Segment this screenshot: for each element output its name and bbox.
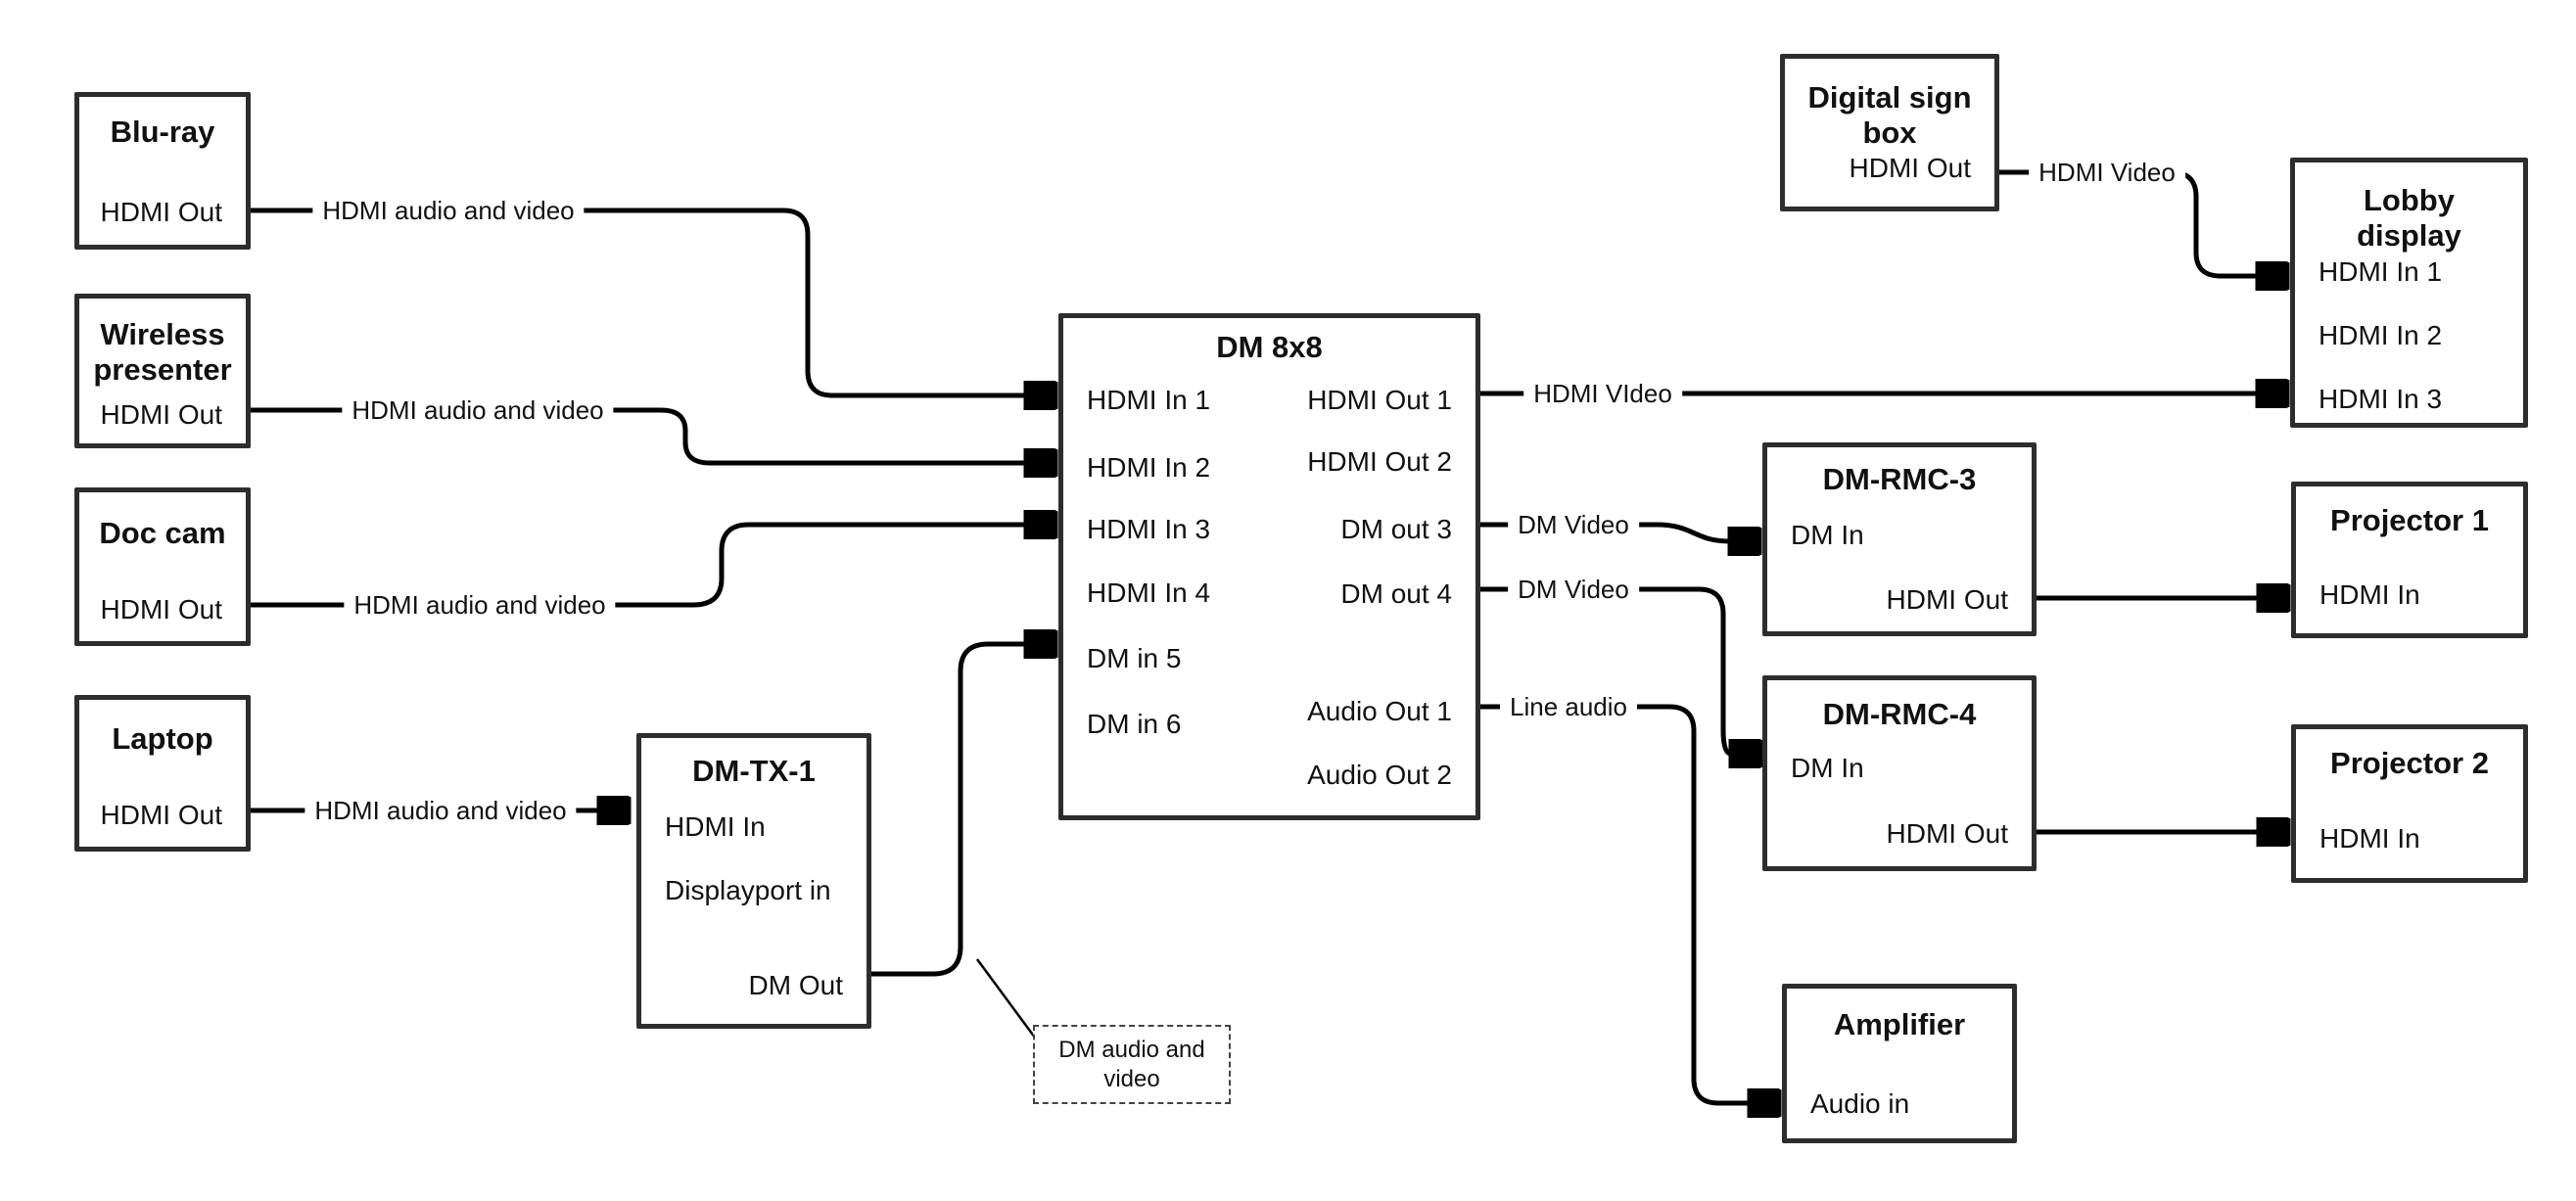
port-dm8x8-audio-out-2: Audio Out 2	[1307, 760, 1452, 790]
port-bluray-hdmi-out: HDMI Out	[100, 197, 222, 227]
note-dm-audio-and-video: DM audio and video	[1033, 1025, 1231, 1104]
edge-label-dm-video-4: DM Video	[1508, 574, 1639, 605]
node-title: Doc cam	[99, 516, 226, 550]
edge-dmtx1-to-dm8x8-in5	[871, 644, 1026, 977]
edge-doccam-to-dm8x8-in3	[251, 525, 1026, 608]
node-amplifier[interactable]: Amplifier Audio in	[1782, 984, 2017, 1143]
port-dm8x8-hdmi-in-2: HDMI In 2	[1087, 452, 1211, 483]
port-dm8x8-dm-in-5: DM in 5	[1087, 643, 1182, 673]
port-lobby-hdmi-in-2: HDMI In 2	[2318, 320, 2443, 350]
edge-dm8x8-audio1-to-amplifier	[1480, 704, 1750, 1103]
edge-label-dm-video-3: DM Video	[1508, 509, 1639, 540]
edge-label-doccam: HDMI audio and video	[344, 589, 616, 621]
node-title: Laptop	[112, 721, 213, 756]
port-dm8x8-hdmi-out-1: HDMI Out 1	[1307, 385, 1452, 415]
node-title: Digital sign box	[1807, 80, 1972, 150]
port-dmrmc4-dm-in: DM In	[1791, 753, 1864, 783]
port-amplifier-audio-in: Audio in	[1810, 1088, 1910, 1119]
edge-wireless-to-dm8x8-in2	[251, 407, 1026, 463]
port-dmtx1-displayport-in: Displayport in	[665, 875, 831, 905]
node-digital-sign-box[interactable]: Digital sign box HDMI Out	[1780, 54, 1999, 211]
port-dm8x8-dm-out-3: DM out 3	[1340, 514, 1452, 544]
port-dmrmc3-dm-in: DM In	[1791, 520, 1864, 550]
port-dm8x8-hdmi-in-4: HDMI In 4	[1087, 577, 1211, 608]
edge-label-line-audio: Line audio	[1500, 691, 1637, 722]
port-lobby-hdmi-in-1: HDMI In 1	[2318, 256, 2443, 287]
edge-label-wireless: HDMI audio and video	[342, 394, 614, 426]
edge-dm8x8-dmout3-to-dmrmc3	[1480, 522, 1730, 541]
port-dm8x8-dm-in-6: DM in 6	[1087, 709, 1182, 739]
node-dm-8x8[interactable]: DM 8x8 HDMI In 1 HDMI In 2 HDMI In 3 HDM…	[1058, 313, 1480, 820]
port-dm8x8-hdmi-in-1: HDMI In 1	[1087, 385, 1211, 415]
port-wireless-hdmi-out: HDMI Out	[100, 399, 222, 430]
node-bluray[interactable]: Blu-ray HDMI Out	[74, 92, 251, 250]
note-leader-line	[975, 958, 1037, 1039]
port-proj1-hdmi-in: HDMI In	[2319, 579, 2420, 610]
node-dm-rmc-4[interactable]: DM-RMC-4 DM In HDMI Out	[1762, 675, 2037, 871]
node-projector-2[interactable]: Projector 2 HDMI In	[2291, 724, 2528, 883]
node-title: Projector 2	[2330, 746, 2489, 780]
port-doccam-hdmi-out: HDMI Out	[100, 594, 222, 624]
node-dm-rmc-3[interactable]: DM-RMC-3 DM In HDMI Out	[1762, 442, 2037, 636]
edge-label-hdmi-video-sign: HDMI Video	[2029, 157, 2185, 188]
port-proj2-hdmi-in: HDMI In	[2319, 823, 2420, 854]
edge-bluray-to-dm8x8-in1	[251, 208, 1026, 395]
node-title: Lobby display	[2357, 183, 2461, 253]
port-signbox-hdmi-out: HDMI Out	[1849, 153, 1971, 183]
port-dmrmc4-hdmi-out: HDMI Out	[1886, 818, 2008, 849]
port-dm8x8-hdmi-in-3: HDMI In 3	[1087, 514, 1211, 544]
node-title: DM 8x8	[1216, 330, 1323, 364]
node-title: Projector 1	[2330, 503, 2489, 537]
node-title: DM-TX-1	[692, 754, 816, 788]
port-dm8x8-audio-out-1: Audio Out 1	[1307, 696, 1452, 726]
node-title: Amplifier	[1833, 1007, 1966, 1041]
node-title: Blu-ray	[110, 115, 215, 149]
node-title: DM-RMC-3	[1822, 462, 1977, 496]
node-lobby-display[interactable]: Lobby display HDMI In 1 HDMI In 2 HDMI I…	[2290, 158, 2528, 428]
edge-label-laptop: HDMI audio and video	[304, 795, 577, 826]
port-dmtx1-hdmi-in: HDMI In	[665, 811, 766, 842]
node-doc-cam[interactable]: Doc cam HDMI Out	[74, 487, 251, 646]
node-projector-1[interactable]: Projector 1 HDMI In	[2291, 482, 2528, 638]
node-wireless-presenter[interactable]: Wireless presenter HDMI Out	[74, 294, 251, 448]
node-dm-tx-1[interactable]: DM-TX-1 HDMI In Displayport in DM Out	[636, 733, 871, 1029]
port-dmtx1-dm-out: DM Out	[748, 970, 843, 1000]
port-laptop-hdmi-out: HDMI Out	[100, 800, 222, 830]
port-dm8x8-hdmi-out-2: HDMI Out 2	[1307, 446, 1452, 477]
edge-label-hdmi-video-out1: HDMI VIdeo	[1523, 378, 1682, 409]
edge-dm8x8-dmout4-to-dmrmc4	[1480, 586, 1731, 754]
node-laptop[interactable]: Laptop HDMI Out	[74, 695, 251, 852]
node-title: Wireless presenter	[93, 317, 232, 387]
edge-label-bluray: HDMI audio and video	[312, 195, 585, 226]
node-title: DM-RMC-4	[1822, 697, 1977, 731]
port-dm8x8-dm-out-4: DM out 4	[1340, 578, 1452, 609]
port-lobby-hdmi-in-3: HDMI In 3	[2318, 384, 2443, 414]
port-dmrmc3-hdmi-out: HDMI Out	[1886, 584, 2008, 615]
